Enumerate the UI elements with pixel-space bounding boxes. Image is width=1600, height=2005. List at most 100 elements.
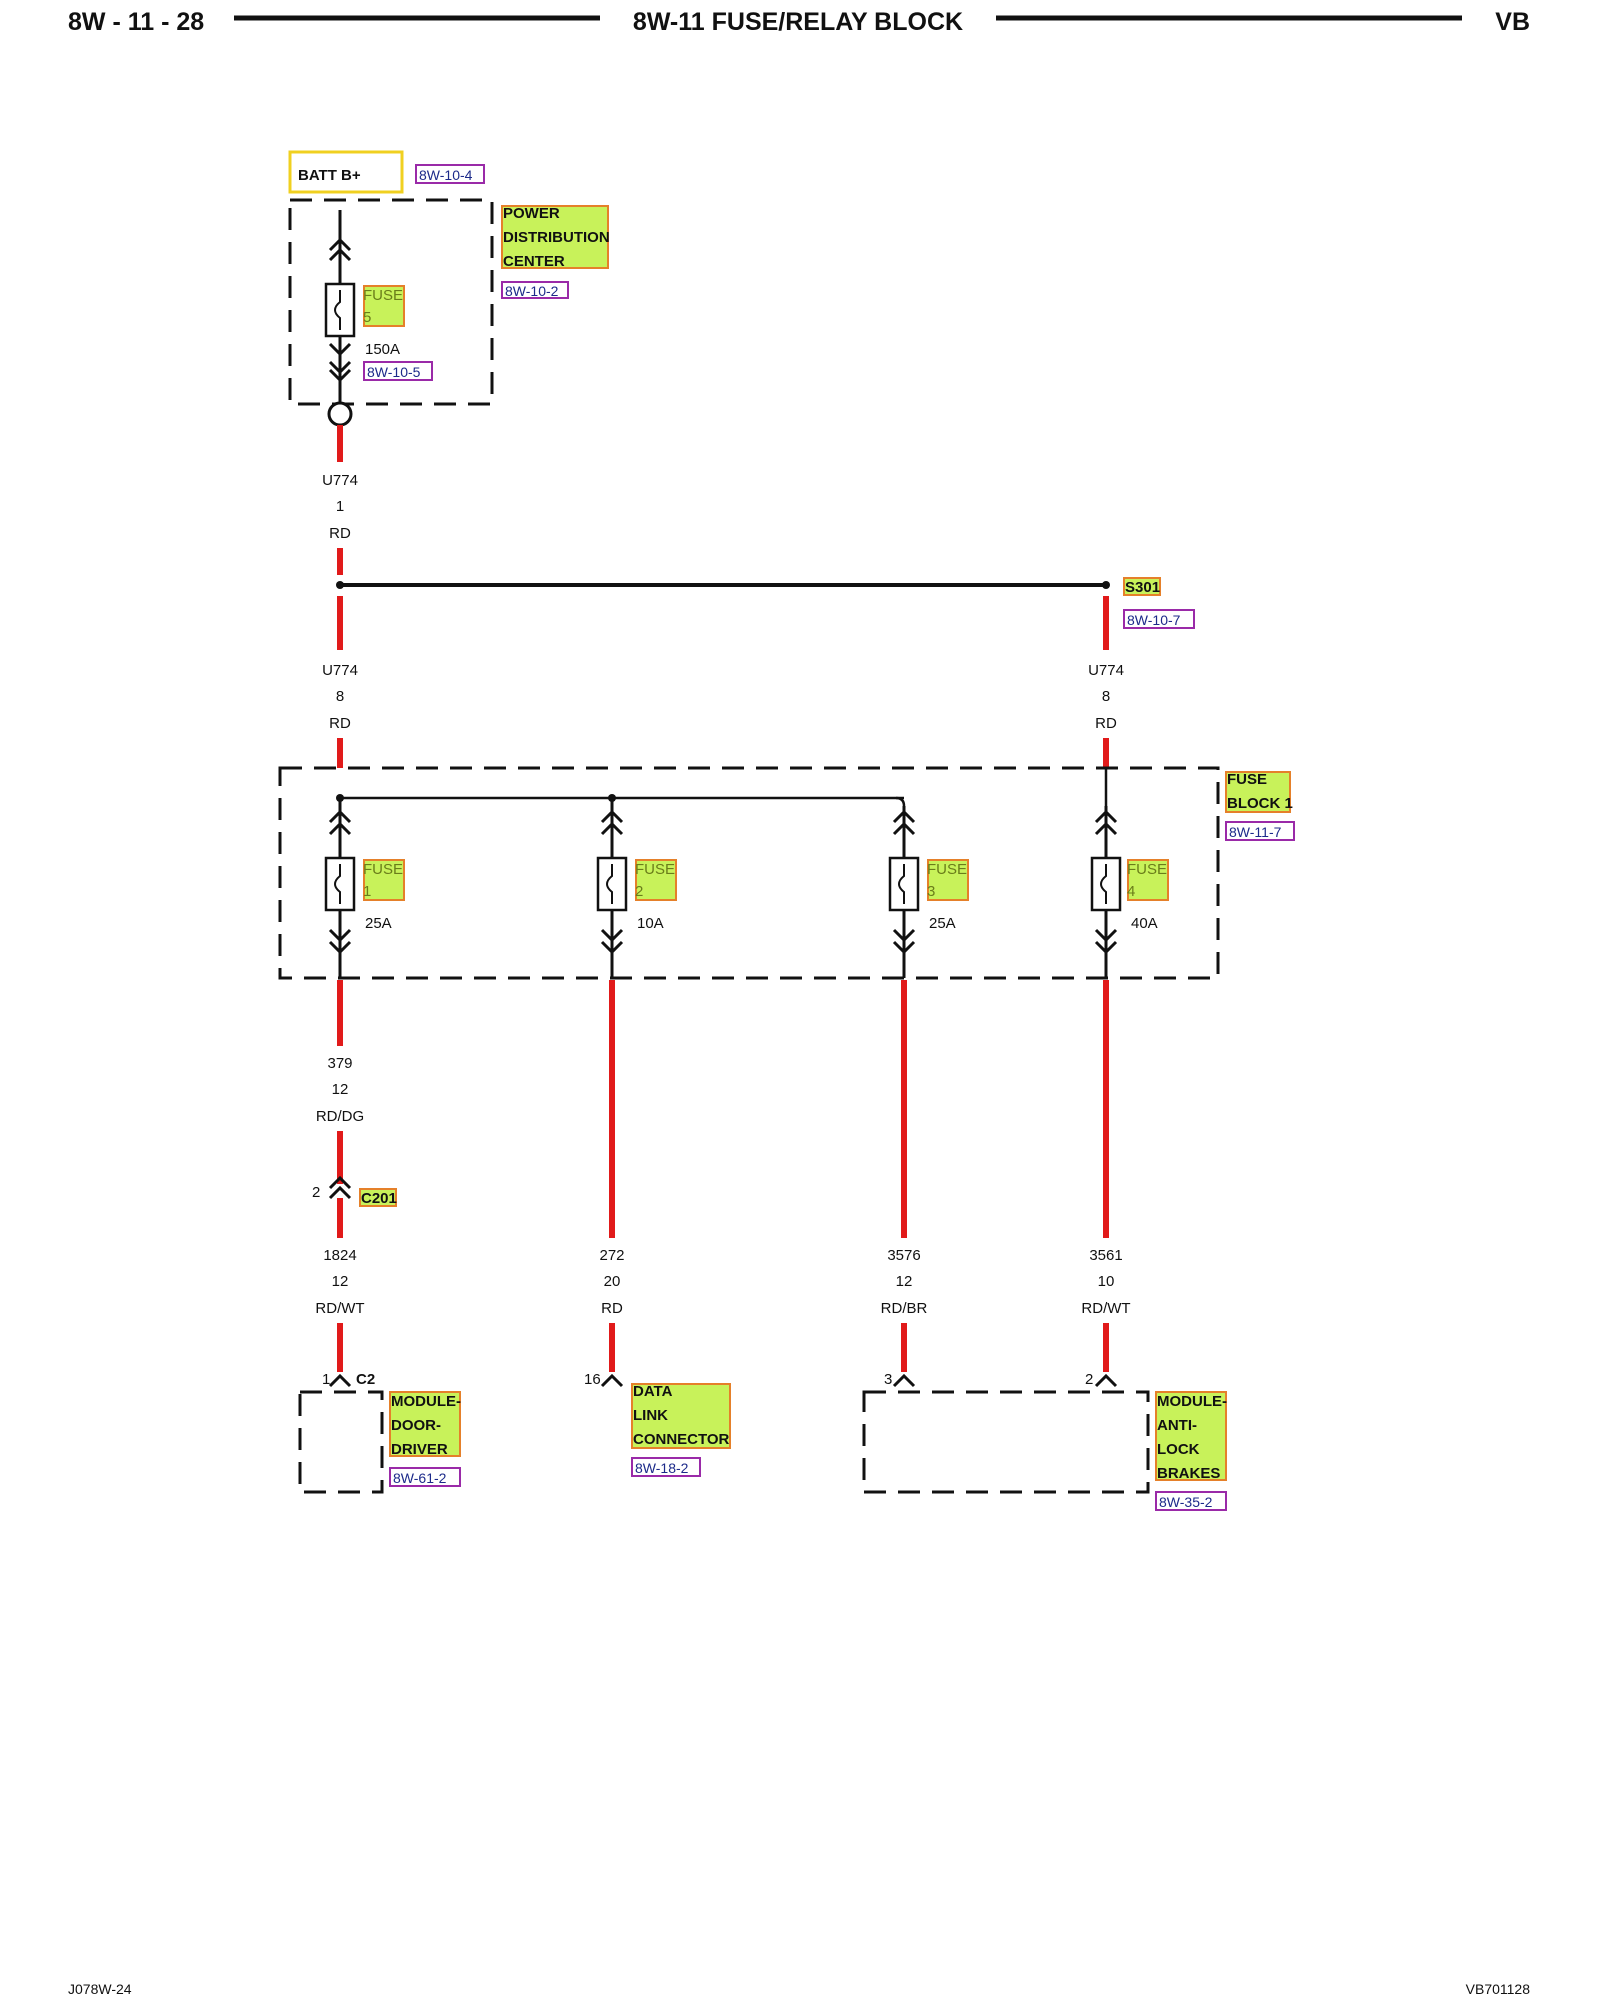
splice-s301-ref[interactable]: 8W-10-7 <box>1123 609 1195 629</box>
data-link-connector-line-3: CONNECTOR <box>633 1431 730 1448</box>
module-door-driver-ref-box <box>389 1467 461 1487</box>
fuse-5-terminal-top <box>328 237 352 252</box>
connector-c201-pin: 2 <box>312 1184 320 1201</box>
module-abs-outline <box>862 1390 1150 1494</box>
fuse-5-element <box>334 290 341 330</box>
page-header: 8W - 11 - 28 8W-11 FUSE/RELAY BLOCK VB <box>68 8 1530 36</box>
fuse-5-ref-box <box>363 361 433 381</box>
data-link-connector-ref[interactable]: 8W-18-2 <box>631 1457 701 1477</box>
connector-abs-pin2: 2 <box>1085 1371 1093 1388</box>
fuse-block-label-line-1: FUSE <box>1227 771 1267 788</box>
fuse-2-word: FUSE <box>635 861 675 878</box>
fuse-1-rating: 25A <box>365 915 392 932</box>
fuse-3-rating: 25A <box>929 915 956 932</box>
pdc-ref[interactable]: 8W-10-2 <box>501 281 569 299</box>
wire-3576-gauge: 12 <box>896 1273 913 1290</box>
wire-379-gauge: 12 <box>332 1081 349 1098</box>
fuse-5-rating: 150A <box>365 341 400 358</box>
fuse-2-terminal-top-b <box>600 821 624 836</box>
data-link-connector-line-1: DATA <box>633 1383 673 1400</box>
fuse-5-label: FUSE 5 <box>363 285 405 327</box>
module-abs-ref-text: 8W-35-2 <box>1159 1494 1213 1510</box>
batt-ref[interactable]: 8W-10-4 <box>415 164 485 184</box>
connector-c2-name: C2 <box>356 1371 375 1388</box>
module-abs-ref-box <box>1155 1491 1227 1511</box>
fuse-3-terminal-top-b <box>892 821 916 836</box>
splice-node-left <box>336 581 344 589</box>
page-title: 8W-11 FUSE/RELAY BLOCK <box>633 8 963 36</box>
fuse-5-word: FUSE <box>363 287 403 304</box>
wire-1824-gauge: 12 <box>332 1273 349 1290</box>
module-abs-line-1: MODULE- <box>1157 1393 1227 1410</box>
wire-1824-color: RD/WT <box>315 1300 364 1317</box>
fuse-2-number: 2 <box>635 883 643 900</box>
wire-1824-circuit: 1824 <box>323 1247 356 1264</box>
fuse-4 <box>1090 806 1122 978</box>
module-door-driver-ref-text: 8W-61-2 <box>393 1470 447 1486</box>
fuse-4-terminal-bottom <box>1094 928 1118 943</box>
wire-3561-gauge: 10 <box>1098 1273 1115 1290</box>
splice-s301-text: S301 <box>1125 579 1160 596</box>
fuse-2-element <box>606 864 613 904</box>
fuse-5-ref[interactable]: 8W-10-5 <box>363 361 433 381</box>
splice-s301-ref-box <box>1123 609 1195 629</box>
fuse-2-terminal-top <box>600 809 624 824</box>
fuse-5-terminal-top-b <box>328 247 352 262</box>
connector-dlc-pin: 16 <box>584 1371 601 1388</box>
fuse-5-label-box <box>363 285 405 327</box>
connector-c201 <box>328 1175 352 1200</box>
wire-272-color: RD <box>601 1300 623 1317</box>
splice-s301-box <box>1123 577 1161 596</box>
fuse-1-body <box>324 856 356 912</box>
connector-c201-symbol <box>328 1175 352 1190</box>
module-door-driver-line-3: DRIVER <box>391 1441 448 1458</box>
fuse-4-terminal-top-b <box>1094 821 1118 836</box>
fuse-2-rating: 10A <box>637 915 664 932</box>
fuse-3-word: FUSE <box>927 861 967 878</box>
module-door-driver-label: MODULE- DOOR- DRIVER <box>389 1391 461 1458</box>
fuse-1-label: FUSE 1 <box>363 859 405 901</box>
wire-379-color: RD/DG <box>316 1108 364 1125</box>
fuse-5-ref-text: 8W-10-5 <box>367 364 421 380</box>
splice-s301-ref-text: 8W-10-7 <box>1127 612 1181 628</box>
fuse-3-terminal-bottom-b <box>892 940 916 955</box>
module-door-driver-ref[interactable]: 8W-61-2 <box>389 1467 461 1487</box>
pdc-label-line-3: CENTER <box>503 253 565 270</box>
module-abs-label: MODULE- ANTI- LOCK BRAKES <box>1155 1391 1227 1482</box>
fuse-block-label-box <box>1225 771 1291 813</box>
pdc-label-box <box>501 205 609 269</box>
fuse-4-element <box>1100 864 1107 904</box>
batt-ref-text: 8W-10-4 <box>419 167 473 183</box>
fuse-2 <box>596 798 628 978</box>
connector-abs-pin3: 3 <box>884 1371 892 1388</box>
module-door-driver-line-1: MODULE- <box>391 1393 461 1410</box>
wire-u774-left-color: RD <box>329 715 351 732</box>
fuse-1-terminal-top-b <box>328 821 352 836</box>
data-link-connector-label: DATA LINK CONNECTOR <box>631 1383 731 1449</box>
fuse-block-ref[interactable]: 8W-11-7 <box>1225 821 1295 841</box>
wire-3576-color: RD/BR <box>881 1300 928 1317</box>
wire-u774-main-color: RD <box>329 525 351 542</box>
fuse-block-label: FUSE BLOCK 1 <box>1225 771 1293 813</box>
fuse-4-number: 4 <box>1127 883 1135 900</box>
fuse-block-label-line-2: BLOCK 1 <box>1227 795 1293 812</box>
wire-272-gauge: 20 <box>604 1273 621 1290</box>
batt-label-text: BATT B+ <box>298 167 361 184</box>
fuse-4-rating: 40A <box>1131 915 1158 932</box>
fuse-1-terminal-bottom-b <box>328 940 352 955</box>
wire-u774-left-circuit: U774 <box>322 662 358 679</box>
fuse-1-word: FUSE <box>363 861 403 878</box>
module-door-driver-outline <box>298 1390 384 1494</box>
wire-u774-main-gauge: 1 <box>336 498 344 515</box>
fuse-5-terminal-bottom-b <box>328 360 352 375</box>
module-abs-ref[interactable]: 8W-35-2 <box>1155 1491 1227 1511</box>
footer-right: VB701128 <box>1466 1981 1531 1997</box>
vehicle-code: VB <box>1495 8 1530 36</box>
pdc-ref-text: 8W-10-2 <box>505 283 559 299</box>
wire-u774-main-circuit: U774 <box>322 472 358 489</box>
connector-c201-label: C201 <box>359 1188 397 1207</box>
page-number: 8W - 11 - 28 <box>68 8 204 36</box>
connector-c2-symbol <box>328 1373 352 1388</box>
fuse-2-label-box <box>635 859 677 901</box>
